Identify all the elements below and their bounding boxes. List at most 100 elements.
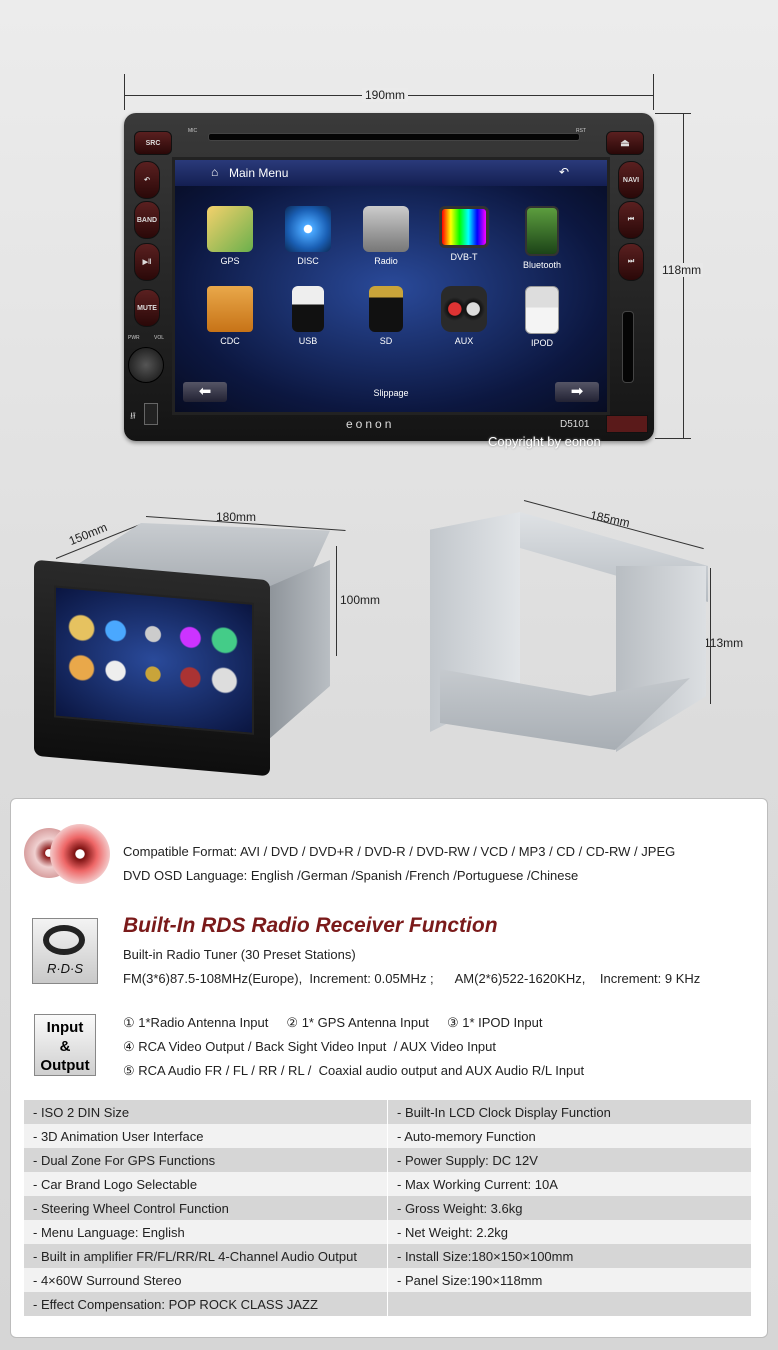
- next-track-icon: ⏭: [627, 258, 635, 265]
- spec-row: - 3D Animation User Interface- Auto-memo…: [24, 1124, 751, 1148]
- spec-cell: - Effect Compensation: POP ROCK CLASS JA…: [24, 1292, 388, 1316]
- next-button[interactable]: ⏭: [618, 243, 644, 281]
- input-output-badge: Input & Output: [34, 1014, 96, 1076]
- dimension-line: [710, 568, 711, 704]
- front-width-label: 190mm: [362, 88, 409, 102]
- angled-menu-icons: [68, 610, 238, 706]
- screen-title: Main Menu: [229, 166, 289, 180]
- angled-screen: [54, 585, 254, 735]
- spec-row: - Effect Compensation: POP ROCK CLASS JA…: [24, 1292, 751, 1316]
- vol-label: VOL: [154, 335, 165, 341]
- rds-badge: R·D·S: [32, 918, 98, 984]
- app-usb[interactable]: USB: [273, 286, 343, 346]
- app-label: SD: [379, 336, 393, 346]
- eject-button[interactable]: ⏏: [606, 131, 644, 155]
- compatible-format-text: Compatible Format: AVI / DVD / DVD+R / D…: [123, 844, 676, 859]
- menu-grid: GPS DISC Radio DVB-T Bluetooth CDC: [175, 186, 607, 412]
- spec-row: - Built in amplifier FR/FL/RR/RL 4-Chann…: [24, 1244, 751, 1268]
- app-cdc[interactable]: CDC: [195, 286, 265, 346]
- back-icon[interactable]: ↶: [558, 165, 569, 179]
- osd-language-text: DVD OSD Language: English /German /Spani…: [123, 868, 579, 883]
- eject-icon: ⏏: [620, 137, 630, 149]
- dimension-line: [336, 546, 337, 656]
- dimension-tick: [655, 113, 691, 114]
- spec-cell: - ISO 2 DIN Size: [24, 1100, 388, 1124]
- usb-port[interactable]: [144, 403, 158, 425]
- app-sd[interactable]: SD: [351, 286, 421, 346]
- cage-height-label: 113mm: [704, 636, 744, 650]
- volume-knob[interactable]: [128, 347, 164, 383]
- next-page-arrow-icon[interactable]: ➡: [555, 382, 599, 402]
- io-line-2: ④ RCA Video Output / Back Sight Video In…: [123, 1039, 497, 1054]
- app-label: DVB-T: [450, 252, 478, 262]
- app-label: DISC: [297, 256, 319, 266]
- app-ipod[interactable]: IPOD: [507, 286, 577, 348]
- disc-icon: [22, 822, 110, 888]
- side-width-label: 180mm: [216, 510, 257, 524]
- badge-line: Input: [46, 1019, 84, 1036]
- home-icon[interactable]: ⌂: [211, 165, 219, 179]
- radio-icon: [363, 206, 409, 252]
- brand-logo: eonon: [346, 417, 395, 431]
- app-aux[interactable]: AUX: [429, 286, 499, 346]
- app-label: AUX: [454, 336, 474, 346]
- sd-card-slot[interactable]: [622, 311, 634, 383]
- spec-cell: - Built in amplifier FR/FL/RR/RL 4-Chann…: [24, 1244, 388, 1268]
- app-label: USB: [298, 336, 318, 346]
- spec-row: - Menu Language: English- Net Weight: 2.…: [24, 1220, 751, 1244]
- usb-drive-icon: [292, 286, 324, 332]
- app-label: GPS: [220, 256, 240, 266]
- previous-page-arrow-icon[interactable]: ⬅: [183, 382, 227, 402]
- spec-cell: - Menu Language: English: [24, 1220, 388, 1244]
- rds-tuner-text: Built-in Radio Tuner (30 Preset Stations…: [123, 947, 356, 962]
- spec-row: - Car Brand Logo Selectable- Max Working…: [24, 1172, 751, 1196]
- app-gps[interactable]: GPS: [195, 206, 265, 266]
- disc-slot: [208, 133, 580, 141]
- spec-cell: - Install Size:180×150×100mm: [387, 1244, 751, 1268]
- open-panel-button[interactable]: [606, 415, 648, 433]
- front-height-label: 118mm: [660, 263, 704, 277]
- mute-button[interactable]: MUTE: [134, 289, 160, 327]
- navi-button[interactable]: NAVI: [618, 161, 644, 199]
- tv-icon: [439, 206, 489, 248]
- spec-cell: - Dual Zone For GPS Functions: [24, 1148, 388, 1172]
- spec-cell: - Power Supply: DC 12V: [387, 1148, 751, 1172]
- dimension-tick: [653, 74, 654, 110]
- spec-cell: - Steering Wheel Control Function: [24, 1196, 388, 1220]
- sd-card-icon: [369, 286, 403, 332]
- play-pause-icon: ▶‖: [142, 259, 152, 266]
- side-height-label: 100mm: [340, 593, 381, 607]
- app-bluetooth[interactable]: Bluetooth: [507, 206, 577, 270]
- ipod-icon: [525, 286, 559, 334]
- rca-jack-icon: [441, 286, 487, 332]
- app-label: Radio: [374, 256, 398, 266]
- rds-badge-label: R·D·S: [46, 961, 84, 976]
- spec-cell: - Max Working Current: 10A: [387, 1172, 751, 1196]
- rds-frequency-text: FM(3*6)87.5-108MHz(Europe), Increment: 0…: [123, 971, 701, 986]
- touch-screen: ⌂ Main Menu ↶ GPS DISC Radio DVB-T: [172, 157, 610, 415]
- app-disc[interactable]: DISC: [273, 206, 343, 266]
- spec-row: - ISO 2 DIN Size- Built-In LCD Clock Dis…: [24, 1100, 751, 1124]
- app-radio[interactable]: Radio: [351, 206, 421, 266]
- screen-title-bar: ⌂ Main Menu ↶: [175, 160, 607, 186]
- spec-table: - ISO 2 DIN Size- Built-In LCD Clock Dis…: [24, 1100, 751, 1316]
- app-label: CDC: [220, 336, 240, 346]
- previous-button[interactable]: ⏮: [618, 201, 644, 239]
- io-line-1: ① 1*Radio Antenna Input ② 1* GPS Antenna…: [123, 1015, 543, 1030]
- spec-cell: - Panel Size:190×118mm: [387, 1268, 751, 1292]
- disc-icon: [285, 206, 331, 252]
- unit-front-angled: [34, 559, 270, 777]
- rds-logo-icon: [43, 925, 85, 955]
- src-button[interactable]: SRC: [134, 131, 172, 155]
- band-button[interactable]: BAND: [134, 201, 160, 239]
- app-dvb-t[interactable]: DVB-T: [429, 206, 499, 262]
- spec-cell: - 4×60W Surround Stereo: [24, 1268, 388, 1292]
- copyright-watermark: Copyright by eonon: [488, 434, 601, 449]
- back-button[interactable]: ↶: [134, 161, 160, 199]
- play-pause-button[interactable]: ▶‖: [134, 243, 160, 281]
- usb-icon: ⭿: [130, 411, 136, 421]
- spec-cell: - Built-In LCD Clock Display Function: [387, 1100, 751, 1124]
- previous-track-icon: ⏮: [627, 216, 635, 223]
- model-number: D5101: [560, 419, 590, 430]
- spec-cell: - Net Weight: 2.2kg: [387, 1220, 751, 1244]
